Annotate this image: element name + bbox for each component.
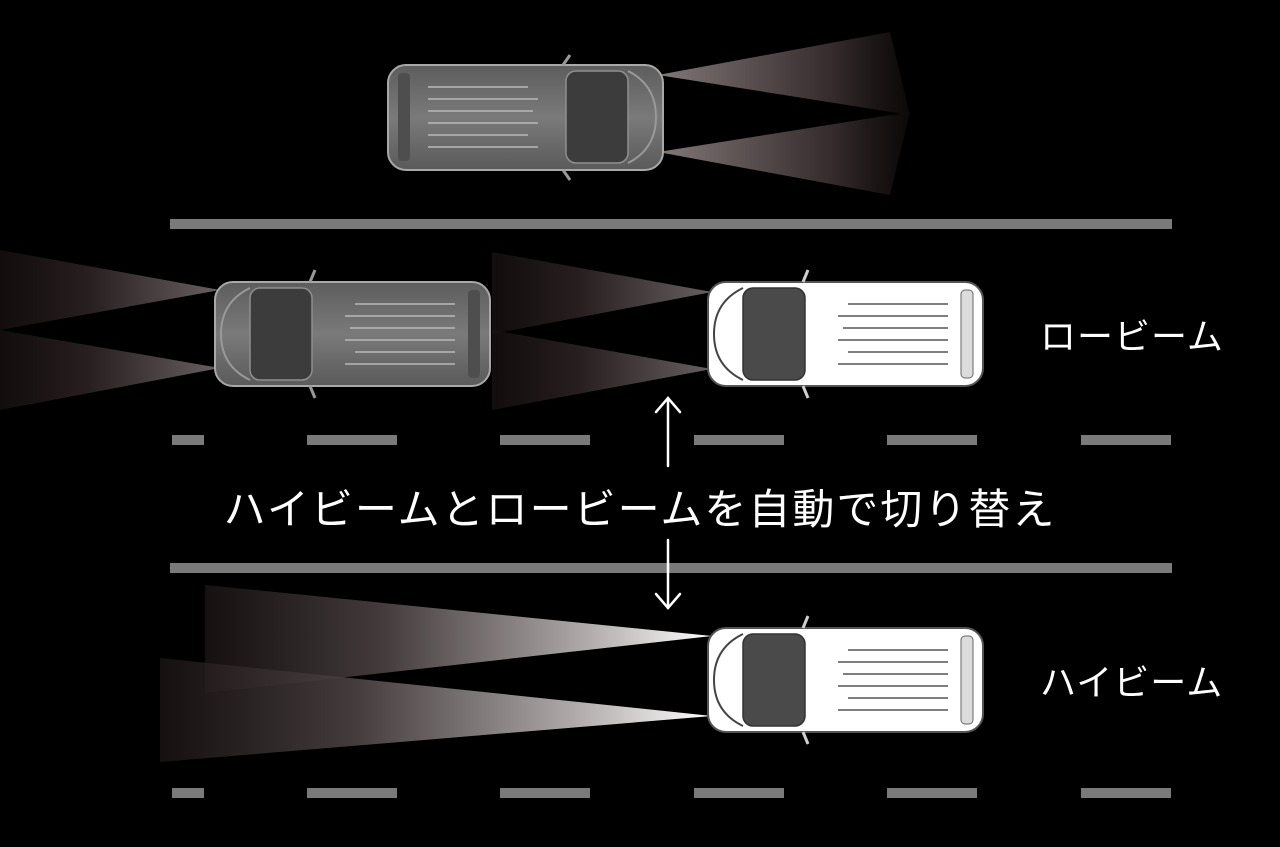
auto-switch-caption: ハイビームとロービームを自動で切り替え <box>223 485 1057 534</box>
lane-line-dashed-lower <box>172 788 1171 798</box>
road-markings <box>170 219 1172 798</box>
lane-line-dashed-upper <box>172 435 1171 445</box>
own-car-high-beam <box>707 615 984 745</box>
high-beam-label: ハイビーム <box>1040 663 1224 704</box>
lane-line-top-solid <box>170 219 1172 229</box>
switch-arrow-down-icon <box>654 538 682 610</box>
preceding-car <box>214 269 491 399</box>
own-car-low-beam <box>707 269 984 399</box>
preceding-car-beams <box>0 250 220 410</box>
low-beam-label: ロービーム <box>1040 317 1224 358</box>
oncoming-car <box>387 54 664 181</box>
switch-arrow-up-icon <box>654 396 682 468</box>
oncoming-car-beams <box>658 32 910 195</box>
high-beam-car-beams <box>160 585 712 762</box>
low-beam-car-beams <box>492 252 712 410</box>
lane-line-middle-solid <box>170 563 1172 573</box>
